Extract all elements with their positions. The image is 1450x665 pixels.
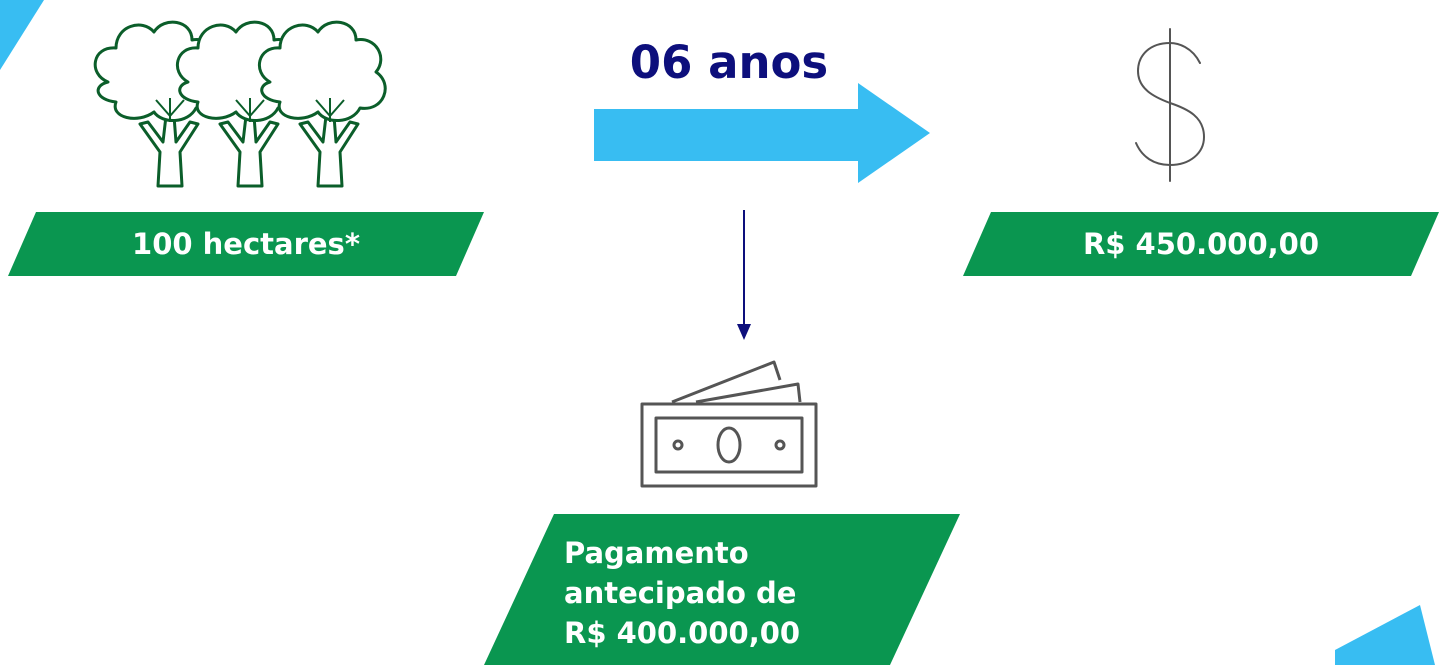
value-banner: R$ 450.000,00 — [963, 212, 1439, 276]
payment-line-3: R$ 400.000,00 — [564, 615, 801, 650]
trees-icon — [93, 20, 387, 188]
corner-accent-bottom-right — [1335, 605, 1435, 665]
area-banner: 100 hectares* — [8, 212, 484, 276]
duration-arrow — [594, 83, 930, 183]
corner-accent-top-left — [0, 0, 44, 70]
payment-line-1: Pagamento — [564, 535, 749, 570]
area-label: 100 hectares* — [132, 227, 360, 261]
value-label: R$ 450.000,00 — [1082, 227, 1320, 261]
dollar-icon — [1135, 28, 1206, 182]
payment-banner: Pagamento antecipado de R$ 400.000,00 — [484, 514, 960, 665]
payment-line-2: antecipado de — [564, 575, 797, 610]
payment-text: Pagamento antecipado de R$ 400.000,00 — [564, 527, 884, 653]
duration-label: 06 anos — [629, 36, 829, 89]
cash-icon — [640, 360, 818, 488]
down-arrow — [737, 210, 751, 340]
